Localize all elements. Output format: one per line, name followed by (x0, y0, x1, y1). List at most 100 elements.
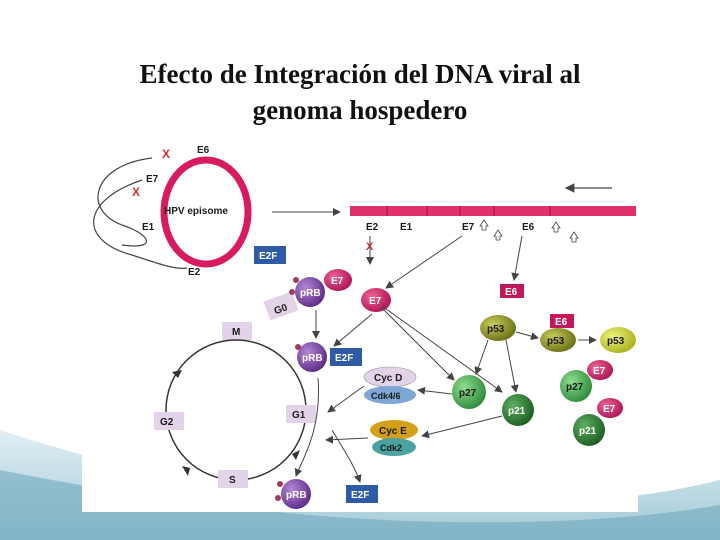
up-arrow-icon (551, 221, 561, 233)
phosphate-dot (293, 277, 299, 283)
e7-top-molecule (324, 269, 352, 291)
integrated-dna-bar (350, 206, 636, 216)
e2f-box-mid (330, 348, 362, 366)
cyce-label: Cyc E (379, 426, 407, 437)
phosphate-dot (295, 344, 301, 350)
g0-phase-box (263, 291, 299, 321)
p53-b-molecule (540, 328, 576, 352)
e2f-mid-label: E2F (335, 353, 353, 364)
episome-label: HPV episome (164, 206, 228, 217)
cycd-arrow (327, 385, 365, 413)
p53-c-label: p53 (607, 336, 625, 347)
p53-a-label: p53 (487, 324, 505, 335)
cdk46-molecule (364, 386, 416, 404)
g1-phase-box (286, 405, 316, 423)
slide-title: Efecto de Integración del DNA viral al g… (40, 56, 680, 128)
episome-e7: E7 (146, 174, 159, 185)
e7-r2-molecule (597, 398, 623, 418)
up-arrow-icon (569, 231, 579, 243)
s-label: S (229, 475, 236, 486)
e7-top-label: E7 (331, 276, 344, 287)
cycd-label: Cyc D (374, 373, 402, 384)
e7-mid-label: E7 (369, 296, 382, 307)
e6-box (500, 284, 524, 298)
integrated-e7: E7 (462, 222, 475, 233)
p21-b-molecule (573, 414, 605, 446)
p53-to-p27-arrow (474, 339, 489, 375)
cdk2-label: Cdk2 (380, 443, 402, 453)
prb-mid-molecule (297, 342, 327, 372)
e7-r1-label: E7 (593, 366, 606, 377)
cell-cycle-ring (165, 339, 307, 481)
g2-phase-box (154, 412, 184, 430)
episome-e1: E1 (142, 222, 155, 233)
e7-to-p27-arrow (381, 307, 455, 381)
e7-r2-label: E7 (603, 404, 616, 415)
prb-bot-molecule (281, 479, 311, 509)
p21-a-molecule (502, 394, 534, 426)
cycle-arrowhead (172, 370, 182, 378)
hpv-episome-ring (160, 156, 252, 268)
slide-title-line-1: Efecto de Integración del DNA viral al (139, 59, 581, 89)
integrated-e2: E2 (366, 222, 379, 233)
episome-cross-2: X (132, 185, 140, 199)
e2f-box-bot (346, 485, 378, 503)
p21-a-label: p21 (508, 406, 526, 417)
e6-box2-label: E6 (555, 317, 568, 328)
prb-mid-label: pRB (302, 353, 323, 364)
e6-box-2 (550, 314, 574, 328)
p21-b-label: p21 (579, 426, 597, 437)
p53-c-molecule (600, 327, 636, 353)
cyce-molecule (370, 420, 418, 440)
e6-box-label: E6 (505, 287, 518, 298)
release-e2f-arrow (331, 429, 362, 483)
e2f-bot-label: E2F (351, 490, 369, 501)
cyce-arrow (325, 435, 369, 444)
up-arrow-icon (493, 229, 503, 241)
e7-expression-arrow (385, 235, 463, 289)
e2f-top-label: E2F (259, 251, 277, 262)
cdk46-label: Cdk4/6 (371, 391, 401, 401)
e7-r1-molecule (587, 360, 613, 380)
phosphate-dot (277, 481, 283, 487)
episome-cross-1: X (162, 147, 170, 161)
e7-to-p21-arrow (381, 305, 503, 393)
episome-e6: E6 (197, 145, 210, 156)
e6-expression-arrow (511, 235, 523, 281)
g0-label: G0 (273, 302, 290, 317)
prb-bot-label: pRB (286, 490, 307, 501)
cycle-arrowhead (182, 466, 190, 476)
slide-title-line-2: genoma hospedero (252, 95, 468, 125)
cdk2-molecule (372, 438, 416, 456)
e7-mid-molecule (361, 288, 391, 312)
p53-a-molecule (480, 315, 516, 341)
p27-inhibit-arrow (417, 386, 453, 395)
cell-cycle-diagram: HPV episome E6 E7 E1 E2 X X E2 E1 E7 E6 … (82, 140, 638, 512)
m-label: M (232, 327, 240, 338)
e2f-box-top (254, 246, 286, 264)
cycle-arrowhead (292, 450, 300, 460)
g2-label: G2 (160, 417, 174, 428)
p27-b-label: p27 (566, 382, 584, 393)
g1-label: G1 (292, 410, 306, 421)
p27-a-molecule (452, 375, 486, 409)
p53-b-label: p53 (547, 336, 565, 347)
up-arrow-icon (479, 219, 489, 231)
episome-loop-line-2 (93, 179, 188, 270)
s-phase-box (218, 470, 248, 488)
prb-top-label: pRB (300, 288, 321, 299)
p53-degrade-arrow (515, 331, 539, 341)
e7-binds-arrow (333, 313, 373, 347)
p27-a-label: p27 (459, 388, 477, 399)
prb-top-molecule (295, 277, 325, 307)
phosphate-dot (275, 495, 281, 501)
episome-e2: E2 (188, 267, 201, 278)
g1-to-prb-arrow (294, 377, 320, 477)
phosphate-dot (289, 289, 295, 295)
integrated-e1: E1 (400, 222, 413, 233)
p27-b-molecule (560, 370, 592, 402)
p21-inhibit-arrow (421, 415, 503, 439)
m-phase-box (222, 322, 252, 340)
integrated-e6: E6 (522, 222, 535, 233)
